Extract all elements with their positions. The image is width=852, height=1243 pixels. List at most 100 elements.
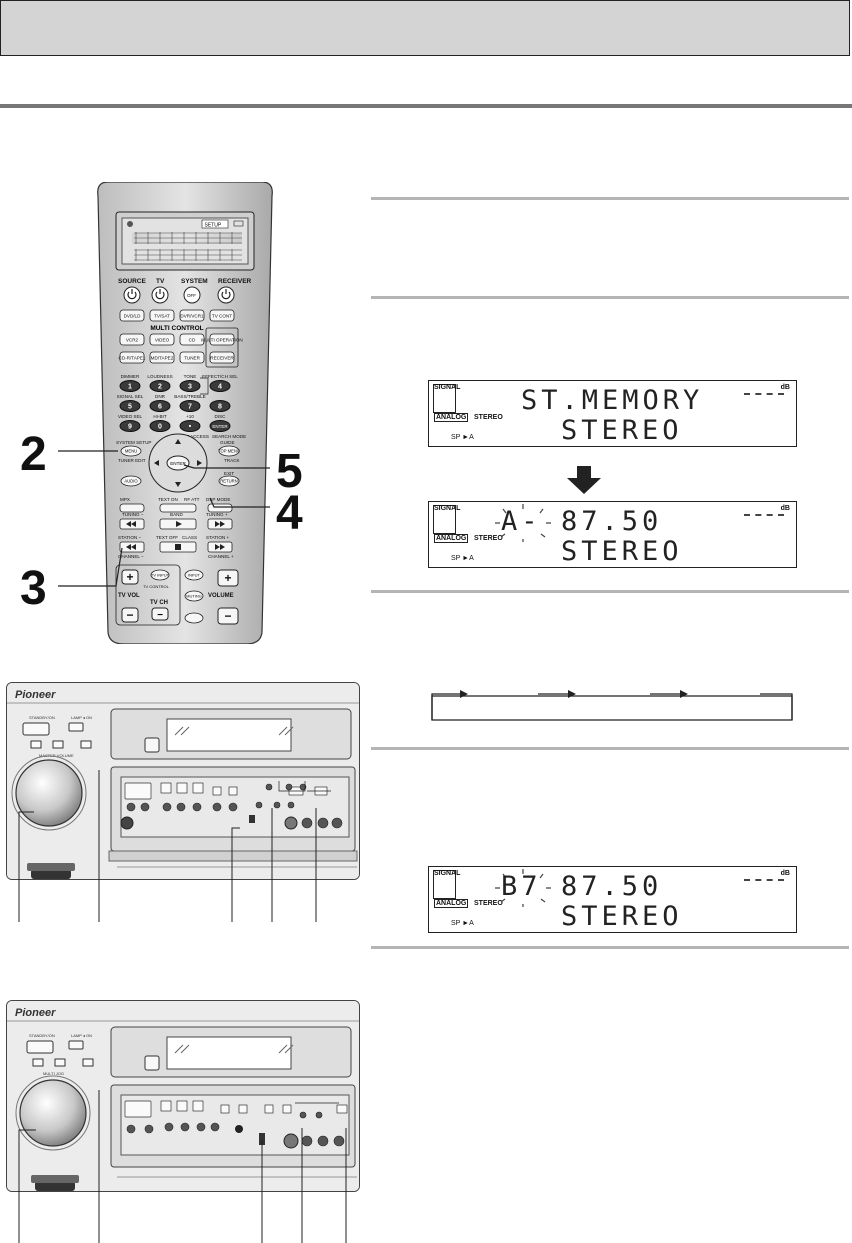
blink-rays bbox=[495, 504, 551, 542]
svg-text:TUNER EDIT: TUNER EDIT bbox=[118, 458, 146, 463]
step-divider bbox=[371, 197, 849, 200]
svg-text:CD-R/TAPE1: CD-R/TAPE1 bbox=[119, 356, 146, 361]
svg-text:RETURN: RETURN bbox=[220, 479, 237, 484]
analog-indicator: ANALOG bbox=[434, 413, 469, 422]
svg-text:MENU: MENU bbox=[125, 449, 137, 454]
svg-text:STANDBY/ON: STANDBY/ON bbox=[29, 1033, 55, 1038]
stereo-indicator: STEREO bbox=[474, 414, 503, 421]
svg-text:DIMMER: DIMMER bbox=[121, 374, 140, 379]
svg-text:TUNER: TUNER bbox=[184, 356, 201, 361]
analog-indicator: ANALOG bbox=[434, 899, 469, 908]
svg-text:SEARCH MODE: SEARCH MODE bbox=[212, 434, 246, 439]
svg-text:CHANNEL −: CHANNEL − bbox=[118, 554, 144, 559]
speaker-indicator: SP ►A bbox=[451, 555, 474, 562]
svg-text:8: 8 bbox=[218, 404, 222, 411]
speaker-indicator: SP ►A bbox=[451, 434, 474, 441]
svg-text:DVD/LD: DVD/LD bbox=[124, 314, 142, 319]
svg-text:SYSTEM: SYSTEM bbox=[181, 278, 208, 285]
svg-text:MULTI JOG: MULTI JOG bbox=[43, 1071, 64, 1076]
svg-text:DNR: DNR bbox=[155, 394, 166, 399]
arrow-down-icon bbox=[567, 466, 601, 494]
header-band bbox=[0, 0, 850, 56]
svg-text:BAND: BAND bbox=[170, 512, 183, 517]
svg-text:STATION +: STATION + bbox=[206, 535, 230, 540]
svg-text:1: 1 bbox=[128, 384, 132, 391]
svg-text:+: + bbox=[224, 571, 231, 585]
front-display-memory: SIGNAL ANALOG STEREO dB SP ►A ST.MEMORY … bbox=[428, 380, 797, 447]
speaker-indicator: SP ►A bbox=[451, 920, 474, 927]
step-number: 2 bbox=[20, 428, 47, 481]
step-divider bbox=[371, 946, 849, 949]
analog-indicator: ANALOG bbox=[434, 534, 469, 543]
signal-indicator: SIGNAL bbox=[434, 505, 461, 512]
svg-text:LOUDNESS: LOUDNESS bbox=[147, 374, 172, 379]
step-number: 5 bbox=[276, 445, 303, 498]
svg-text:RF ATT: RF ATT bbox=[184, 497, 200, 502]
svg-text:OFF: OFF bbox=[187, 293, 196, 298]
db-indicator: dB bbox=[780, 384, 790, 391]
front-display-stored: SIGNAL ANALOG STEREO dB SP ►A B7 87.50 S… bbox=[428, 866, 797, 933]
svg-text:+10: +10 bbox=[186, 414, 194, 419]
db-indicator: dB bbox=[780, 870, 790, 877]
svg-text:GUIDE: GUIDE bbox=[220, 440, 235, 445]
svg-text:EFFECT/CH SEL: EFFECT/CH SEL bbox=[202, 374, 238, 379]
svg-text:TEXT ON: TEXT ON bbox=[158, 497, 178, 502]
display-line-2: STEREO bbox=[561, 415, 683, 446]
svg-text:2: 2 bbox=[158, 384, 162, 391]
svg-text:SOURCE: SOURCE bbox=[118, 278, 146, 285]
svg-text:DVR/VCR1: DVR/VCR1 bbox=[180, 314, 204, 319]
svg-text:TOP MENU: TOP MENU bbox=[218, 449, 240, 454]
front-display-class: SIGNAL ANALOG STEREO dB SP ►A A- 87.50 S… bbox=[428, 501, 797, 568]
svg-text:DSP MODE: DSP MODE bbox=[206, 497, 230, 502]
svg-text:TV: TV bbox=[156, 278, 165, 285]
signal-indicator: SIGNAL bbox=[434, 384, 461, 391]
svg-text:MPX: MPX bbox=[120, 497, 130, 502]
svg-text:•: • bbox=[189, 424, 192, 431]
svg-text:TV/SAT: TV/SAT bbox=[154, 314, 170, 319]
display-line-2: STEREO bbox=[561, 536, 683, 567]
svg-text:BASS/TREBLE: BASS/TREBLE bbox=[174, 394, 205, 399]
svg-text:VIDEO: VIDEO bbox=[155, 338, 170, 343]
blink-rays bbox=[495, 869, 551, 907]
svg-text:CD: CD bbox=[189, 338, 196, 343]
svg-text:VOLUME: VOLUME bbox=[208, 593, 234, 599]
svg-text:HI-BIT: HI-BIT bbox=[153, 414, 166, 419]
db-indicator: dB bbox=[780, 505, 790, 512]
svg-text:RECEIVER: RECEIVER bbox=[218, 278, 252, 285]
svg-text:MASTER VOLUME: MASTER VOLUME bbox=[39, 753, 74, 758]
class-cycle-diagram bbox=[430, 690, 794, 721]
frequency: 87.50 bbox=[561, 506, 663, 537]
frequency: 87.50 bbox=[561, 871, 663, 902]
svg-text:TV CONTROL: TV CONTROL bbox=[143, 584, 170, 589]
svg-text:TV CH: TV CH bbox=[150, 600, 168, 606]
svg-text:LAMP ◂ ON: LAMP ◂ ON bbox=[71, 1033, 92, 1038]
step-number: 4 bbox=[276, 487, 303, 540]
remote-lcd-label: SETUP bbox=[205, 223, 222, 229]
svg-text:ENTER: ENTER bbox=[212, 424, 228, 429]
svg-text:INPUT: INPUT bbox=[188, 573, 201, 578]
svg-text:CHANNEL +: CHANNEL + bbox=[208, 554, 234, 559]
svg-text:−: − bbox=[157, 610, 163, 621]
svg-text:TV CONT: TV CONT bbox=[212, 314, 232, 319]
svg-text:TEXT OFF: TEXT OFF bbox=[156, 535, 178, 540]
svg-text:VIDEO SEL: VIDEO SEL bbox=[118, 414, 143, 419]
display-line-2: STEREO bbox=[561, 901, 683, 932]
step-divider bbox=[371, 296, 849, 299]
receiver-front-panel-1: Pioneer STANDBY/ON LAMP ◂ ON MASTER VOLU… bbox=[6, 682, 360, 880]
svg-text:LAMP ◂ ON: LAMP ◂ ON bbox=[71, 715, 92, 720]
station-class: A- bbox=[501, 506, 542, 537]
display-line-1: ST.MEMORY bbox=[521, 385, 704, 416]
svg-text:SIGNAL SEL: SIGNAL SEL bbox=[117, 394, 144, 399]
svg-text:0: 0 bbox=[158, 424, 162, 431]
top-divider bbox=[0, 104, 852, 108]
svg-text:TV INPUT: TV INPUT bbox=[151, 573, 170, 578]
svg-text:3: 3 bbox=[188, 384, 192, 391]
svg-text:RECEIVER: RECEIVER bbox=[210, 356, 234, 361]
svg-text:TV VOL: TV VOL bbox=[118, 593, 140, 599]
svg-text:VCR2: VCR2 bbox=[126, 338, 139, 343]
svg-text:TRACK: TRACK bbox=[224, 458, 241, 463]
svg-text:SYSTEM SETUP: SYSTEM SETUP bbox=[116, 440, 151, 445]
svg-text:6: 6 bbox=[158, 404, 162, 411]
svg-text:STANDBY/ON: STANDBY/ON bbox=[29, 715, 55, 720]
svg-text:TUNING −: TUNING − bbox=[122, 512, 144, 517]
